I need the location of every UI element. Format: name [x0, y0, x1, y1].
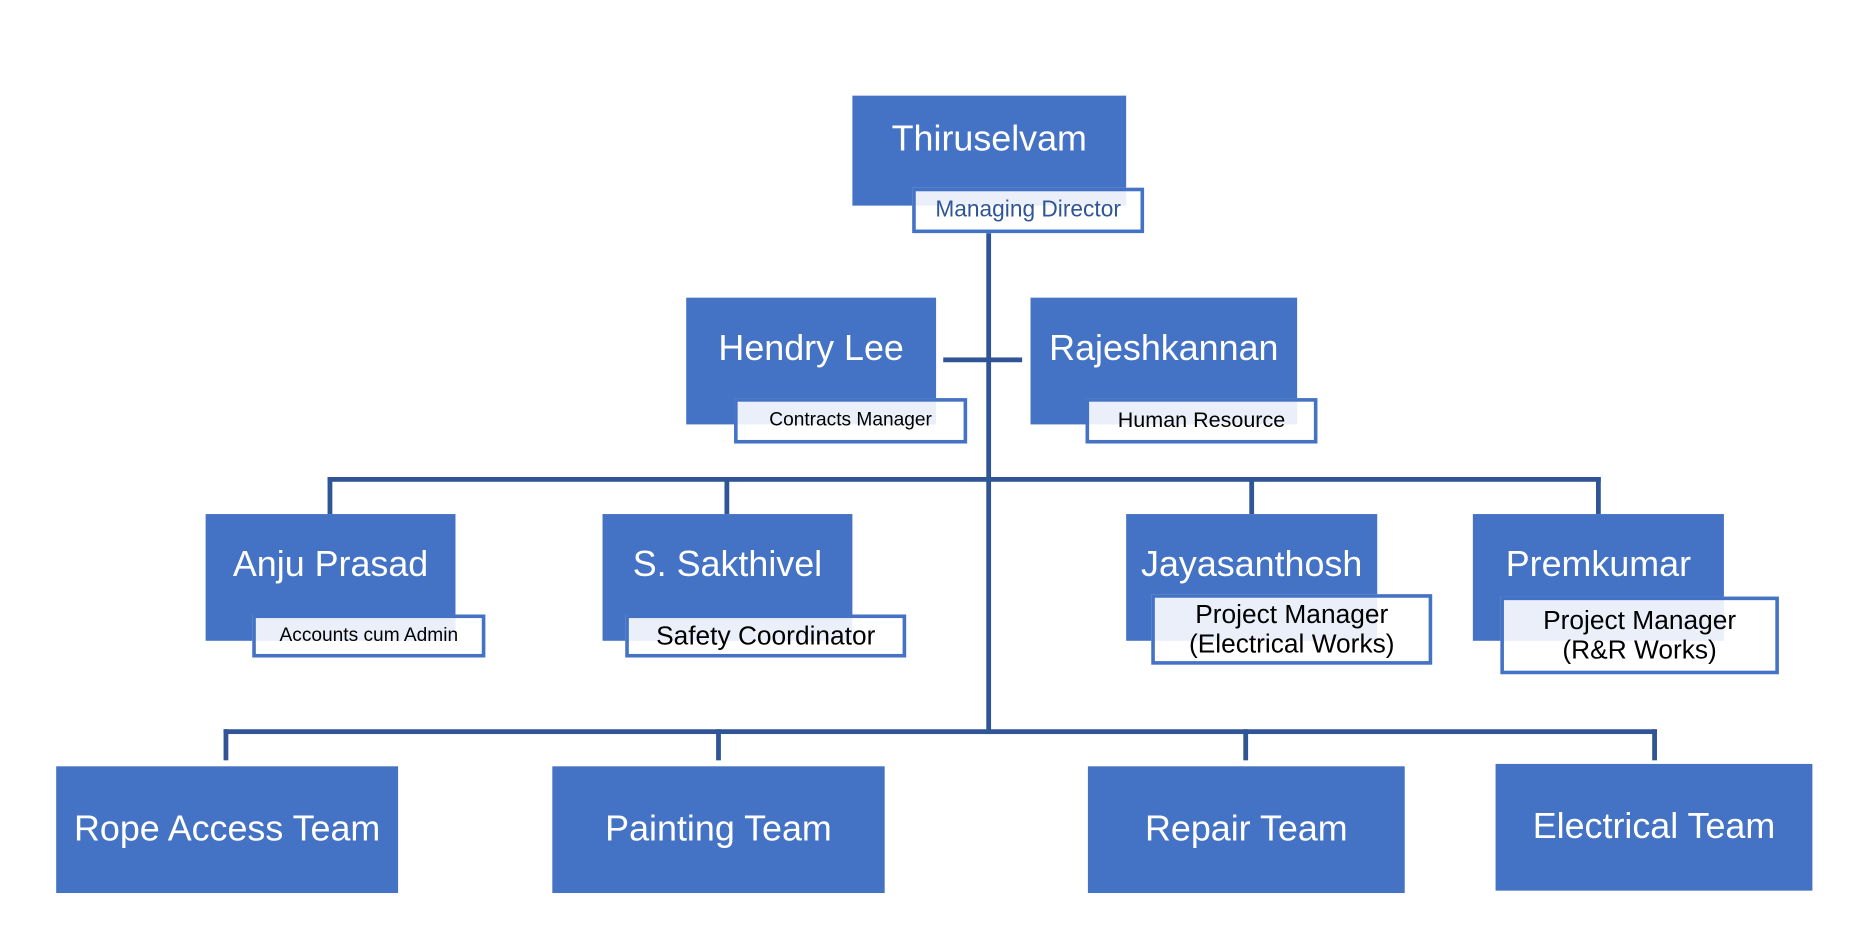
- node-title: Contracts Manager: [734, 398, 968, 444]
- connector-drop: [1243, 729, 1249, 761]
- connector-drop: [1249, 477, 1255, 515]
- node-accounts-admin[interactable]: Anju Prasad: [205, 514, 456, 641]
- node-name: Premkumar: [1505, 545, 1692, 585]
- connector-teams-bar: [223, 729, 1657, 735]
- node-title: Human Resource: [1085, 398, 1318, 444]
- node-title: Project Manager (Electrical Works): [1151, 594, 1433, 665]
- node-name: Thiruselvam: [891, 119, 1087, 160]
- team-name: Rope Access Team: [73, 809, 381, 849]
- node-electrical-team[interactable]: Electrical Team: [1495, 763, 1813, 891]
- connector-drop: [223, 729, 229, 761]
- node-name: Hendry Lee: [718, 328, 904, 369]
- connector-drop: [327, 477, 333, 515]
- title-text: Project Manager: [1195, 599, 1389, 630]
- node-repair-team[interactable]: Repair Team: [1087, 766, 1405, 894]
- title-text: (Electrical Works): [1188, 628, 1395, 659]
- node-painting-team[interactable]: Painting Team: [552, 766, 885, 894]
- node-rope-access-team[interactable]: Rope Access Team: [56, 766, 399, 894]
- connector-advisors: [943, 357, 1023, 363]
- node-title: Accounts cum Admin: [252, 614, 486, 658]
- node-managing-director[interactable]: Thiruselvam: [852, 95, 1127, 206]
- connector-drop: [1652, 729, 1657, 761]
- node-name: S. Sakthivel: [632, 545, 823, 585]
- node-name: Anju Prasad: [232, 545, 429, 585]
- title-text: Contracts Manager: [769, 410, 932, 431]
- title-text: Safety Coordinator: [656, 620, 876, 651]
- node-name: Rajeshkannan: [1049, 328, 1279, 369]
- title-text: Managing Director: [935, 196, 1121, 222]
- connector-drop: [724, 477, 730, 515]
- connector-drop: [1595, 477, 1601, 515]
- title-text: Accounts cum Admin: [279, 625, 459, 646]
- node-title: Safety Coordinator: [625, 614, 907, 658]
- node-title: Project Manager (R&R Works): [1500, 596, 1779, 675]
- connector-managers-bar: [327, 477, 1601, 482]
- node-name: Jayasanthosh: [1141, 545, 1363, 585]
- connector-trunk: [986, 233, 992, 735]
- title-text: (R&R Works): [1562, 634, 1717, 665]
- team-name: Painting Team: [605, 809, 832, 849]
- node-title: Managing Director: [912, 187, 1145, 234]
- title-text: Project Manager: [1543, 605, 1737, 636]
- title-text: Human Resource: [1117, 407, 1286, 432]
- connector-drop: [716, 729, 721, 761]
- team-name: Electrical Team: [1532, 806, 1776, 847]
- team-name: Repair Team: [1144, 809, 1348, 849]
